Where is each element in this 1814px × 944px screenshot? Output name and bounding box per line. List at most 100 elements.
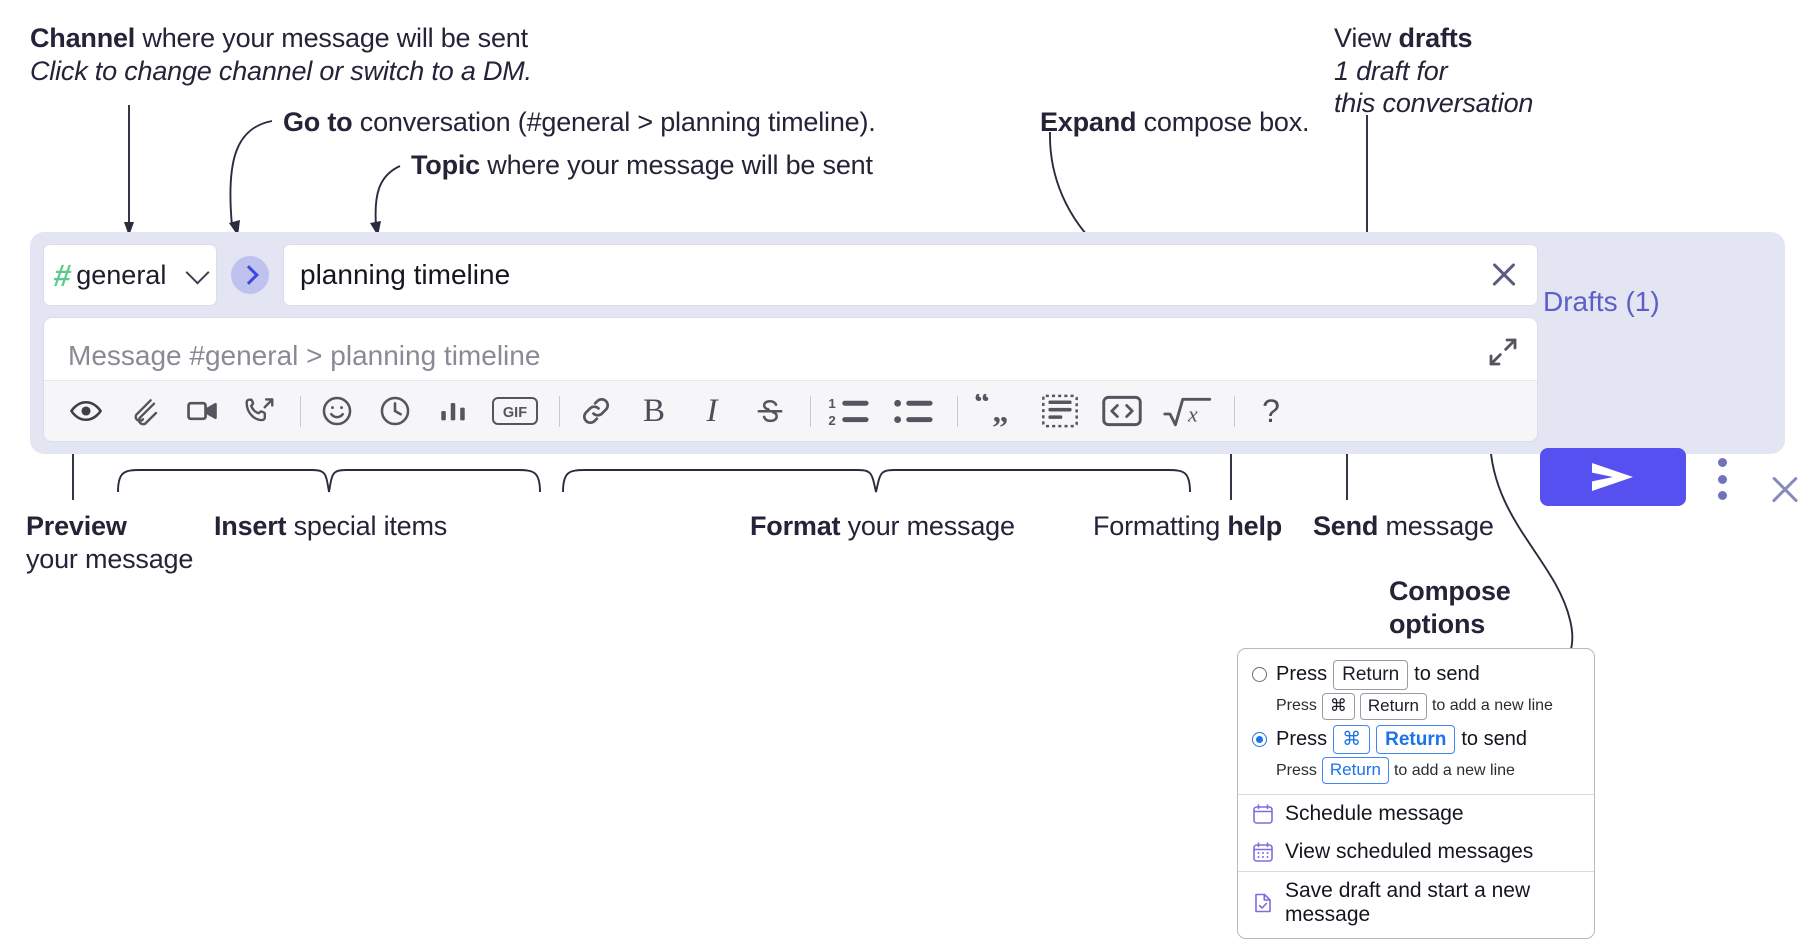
annotation-drafts: View drafts [1334, 23, 1473, 53]
channel-name-label: general [76, 259, 167, 290]
keycap: Return [1333, 660, 1409, 690]
toolbar-separator [300, 395, 301, 427]
menu-group-draft: Save draft and start a new message [1238, 872, 1594, 938]
send-arrow-icon [1592, 463, 1633, 491]
save-draft-icon [1252, 892, 1274, 914]
svg-text:1: 1 [828, 396, 836, 411]
menu-item-save-draft-and-start-a-new-message[interactable]: Save draft and start a new message [1238, 872, 1594, 934]
kebab-dot [1717, 474, 1727, 484]
annotation-format: Format your message [750, 511, 1015, 541]
close-compose-icon[interactable] [1767, 472, 1803, 508]
math-icon[interactable]: x [1160, 389, 1216, 433]
annotation-insert: Insert special items [214, 511, 448, 541]
svg-text:„: „ [992, 394, 1008, 428]
code-block-icon[interactable] [1036, 389, 1084, 433]
annotation-preview-sub: your message [26, 544, 194, 574]
svg-text:GIF: GIF [503, 405, 527, 421]
menu-text: to send [1461, 727, 1527, 750]
blockquote-icon[interactable]: “ „ [972, 389, 1022, 433]
toolbar-separator [957, 395, 958, 427]
annotation-channel-sub: Click to change channel or switch to a D… [30, 56, 532, 86]
message-input-area[interactable]: Message #general > planning timeline [43, 317, 1538, 442]
gif-icon[interactable]: GIF [489, 389, 541, 433]
preview-icon[interactable] [64, 389, 108, 433]
attachment-icon[interactable] [122, 389, 166, 433]
topic-input[interactable]: planning timeline [283, 244, 1538, 306]
menu-text: to add a new line [1393, 761, 1515, 779]
keycap: ⌘ [1321, 692, 1355, 720]
message-placeholder: Message #general > planning timeline [68, 340, 541, 371]
compose-widget: # general planning timeline Message #gen… [30, 232, 1785, 454]
annotation-drafts-sub1: 1 draft for [1334, 56, 1448, 86]
menu-text: Press [1276, 761, 1317, 779]
help-icon[interactable]: ? [1262, 393, 1280, 429]
annotation-send: Send message [1313, 511, 1494, 541]
annotation-channel-bold: Channel [30, 23, 136, 53]
link-icon[interactable] [574, 389, 618, 433]
svg-text:2: 2 [828, 413, 835, 428]
toolbar-separator [810, 395, 811, 427]
menu-text: Press [1276, 697, 1317, 715]
expand-compose-icon[interactable] [1487, 336, 1519, 368]
strikethrough-icon[interactable] [748, 389, 792, 433]
send-button[interactable] [1540, 448, 1686, 506]
radio-button[interactable] [1252, 731, 1267, 747]
toolbar-separator [559, 395, 560, 427]
compose-inner: # general planning timeline Message #gen… [43, 244, 1538, 442]
call-icon[interactable] [238, 389, 282, 433]
menu-item-label: Schedule message [1285, 802, 1464, 826]
annotation-preview: Preview [26, 511, 127, 541]
poll-icon[interactable] [431, 389, 475, 433]
chevron-down-icon [185, 259, 210, 285]
ordered-list-icon[interactable]: 1 2 [825, 389, 875, 433]
keycap: Return [1376, 724, 1456, 755]
menu-text: Press [1276, 727, 1328, 750]
svg-text:x: x [1187, 403, 1198, 427]
svg-text:“: “ [974, 394, 990, 420]
emoji-icon[interactable] [315, 389, 359, 433]
channel-selector[interactable]: # general [43, 244, 217, 306]
menu-item-label: Save draft and start a new message [1285, 879, 1531, 927]
bulleted-list-icon[interactable] [889, 389, 939, 433]
calendar-icon [1252, 803, 1274, 825]
goto-conversation-button[interactable] [231, 256, 269, 294]
topic-value: planning timeline [300, 259, 511, 290]
menu-item-schedule-message[interactable]: Schedule message [1238, 795, 1594, 833]
annotation-drafts-sub2: this conversation [1334, 88, 1534, 118]
chevron-right-icon [238, 265, 259, 285]
annotation-goto: Go to conversation (#general > planning … [283, 107, 876, 137]
hash-icon: # [51, 257, 74, 293]
annotation-expand: Expand compose box. [1040, 107, 1310, 137]
bold-icon[interactable]: B [642, 392, 665, 429]
formatting-toolbar: GIF B I [44, 380, 1537, 441]
annotation-channel-rest: where your message will be sent [135, 23, 528, 53]
menu-divider [1238, 871, 1594, 873]
inline-code-icon[interactable] [1098, 389, 1146, 433]
drafts-link[interactable]: Drafts (1) [1543, 286, 1660, 317]
menu-text: to send [1414, 663, 1480, 686]
clear-topic-icon[interactable] [1487, 258, 1521, 292]
kebab-dot [1717, 491, 1727, 500]
menu-text: to add a new line [1431, 697, 1553, 715]
radio-button[interactable] [1252, 667, 1267, 683]
italic-icon[interactable]: I [706, 392, 718, 429]
compose-options-button[interactable] [1715, 458, 1729, 500]
clock-icon[interactable] [373, 389, 417, 433]
keycap: ⌘ [1333, 724, 1371, 755]
annotation-compose-options-l1: Compose [1389, 576, 1511, 606]
toolbar-separator [1234, 395, 1235, 427]
menu-item-view-scheduled-messages[interactable]: View scheduled messages [1238, 833, 1594, 871]
annotation-topic: Topic where your message will be sent [411, 150, 873, 180]
annotation-help: Formatting help [1093, 511, 1283, 541]
kebab-dot [1717, 458, 1727, 467]
calendar-grid-icon [1252, 841, 1274, 863]
annotation-channel: Channel where your message will be sent [30, 22, 528, 55]
video-icon[interactable] [180, 389, 224, 433]
